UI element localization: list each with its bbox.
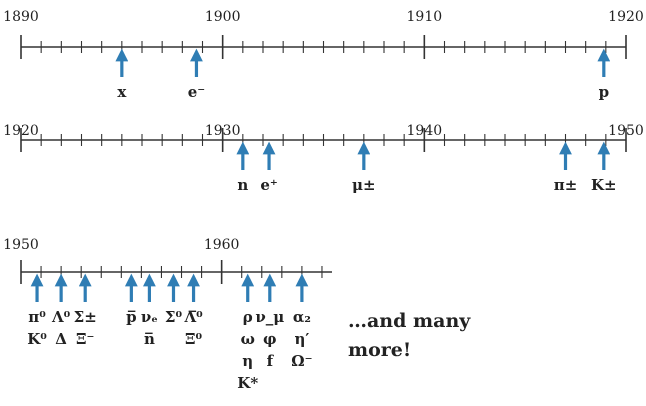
particle-label: Δ — [55, 330, 67, 348]
particle-label: η′ — [294, 330, 309, 348]
particle-label: n — [237, 176, 248, 194]
particle-label: p — [599, 83, 610, 101]
particle-label: n̅ — [144, 330, 155, 348]
particle-label: e⁺ — [260, 176, 277, 194]
particle-label: Λ̅⁰ — [183, 308, 203, 326]
particle-label: π⁰ — [28, 308, 46, 326]
footer-text-line-1: …and many — [348, 310, 471, 332]
particle-label: μ± — [352, 176, 376, 194]
particle-label: K⁰ — [27, 330, 47, 348]
timeline-1: 1890 1900 1910 1920 x e⁻ p — [3, 9, 644, 101]
particle-label: ν_μ — [255, 308, 284, 326]
year-label: 1950 — [3, 237, 39, 253]
particle-label: η — [242, 352, 253, 370]
particle-label: x — [117, 83, 127, 101]
particle-label: Λ⁰ — [51, 308, 71, 326]
particle-label: νₑ — [141, 308, 158, 326]
particle-label: ω — [241, 330, 255, 348]
particle-label: K* — [237, 374, 258, 392]
year-label: 1960 — [204, 237, 240, 253]
particle-label: φ — [263, 330, 277, 348]
year-label: 1950 — [608, 123, 644, 139]
particle-label: K± — [591, 176, 617, 194]
year-label: 1910 — [407, 9, 443, 25]
particle-label: ρ — [243, 308, 253, 326]
year-label: 1920 — [608, 9, 644, 25]
particle-label: p̅ — [126, 308, 137, 326]
particle-label: α₂ — [293, 308, 311, 326]
year-label: 1930 — [205, 123, 241, 139]
year-label: 1890 — [3, 9, 39, 25]
particle-label: f — [267, 352, 275, 370]
footer-text-line-2: more! — [348, 339, 411, 361]
particle-label: π± — [554, 176, 578, 194]
particle-label: Ξ⁻ — [76, 330, 94, 348]
year-label: 1900 — [205, 9, 241, 25]
particle-label: Ω⁻ — [291, 352, 312, 370]
particle-label: Σ⁰ — [165, 308, 183, 326]
particle-label: e⁻ — [188, 83, 205, 101]
particle-label: Ξ⁰ — [185, 330, 203, 348]
timeline-2: 1920 1930 1940 1950 n e⁺ μ± π± K± — [3, 123, 644, 194]
year-label: 1920 — [3, 123, 39, 139]
year-label: 1940 — [407, 123, 443, 139]
particle-label: Σ± — [74, 308, 97, 326]
